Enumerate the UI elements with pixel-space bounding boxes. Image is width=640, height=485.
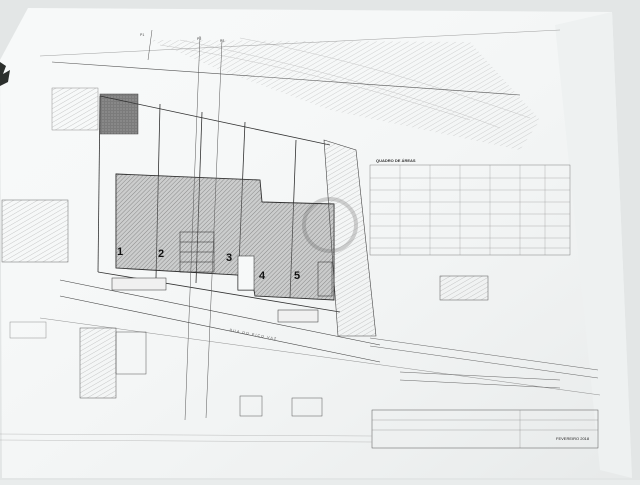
areas-table xyxy=(369,164,571,256)
parking-rows xyxy=(369,337,599,389)
right-strip xyxy=(323,139,377,337)
lower-building-a xyxy=(79,327,117,399)
contour-hatch xyxy=(150,37,540,150)
section-lines xyxy=(147,29,223,421)
lower-building-b xyxy=(439,275,489,301)
building-footprint xyxy=(115,173,335,301)
profile-mark-p2: P2 xyxy=(197,37,202,41)
neighbor-block xyxy=(51,87,99,131)
title-block xyxy=(0,409,599,449)
lot-number-4: 4 xyxy=(259,270,266,282)
title-block-date: FEVEREIRO 2018 xyxy=(556,436,590,441)
lot-number-1: 1 xyxy=(117,246,124,258)
profile-mark-p3: P3 xyxy=(220,39,225,43)
lot-number-5: 5 xyxy=(294,270,301,282)
neighbor-building xyxy=(99,93,139,135)
boundary-line xyxy=(51,61,521,96)
paper-fold xyxy=(555,12,632,478)
lot-number-2: 2 xyxy=(158,248,165,260)
plant-corner xyxy=(0,62,10,86)
areas-table-title: QUADRO DE ÁREAS xyxy=(376,158,416,163)
lot-number-3: 3 xyxy=(226,252,233,264)
street xyxy=(39,277,601,396)
profile-mark-p1: P1 xyxy=(140,33,145,37)
left-building xyxy=(1,199,69,263)
